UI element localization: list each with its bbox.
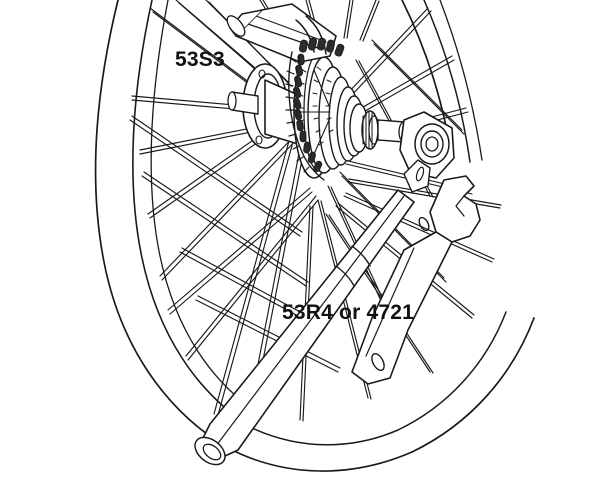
chain-whip-tool <box>226 3 345 181</box>
wheel-rim <box>94 0 535 472</box>
wrench-handle <box>194 189 415 466</box>
sprocket-spider <box>299 69 331 155</box>
chain-whip-label: 53S3 <box>175 48 225 71</box>
lockring-wrench-label: 53R4 or 4721 <box>282 301 414 324</box>
lockring-wrench-tool <box>194 111 481 466</box>
wrench-blade <box>351 216 453 385</box>
chain-whip-chain <box>288 15 345 181</box>
wrench-forked-jaw <box>429 175 481 243</box>
wrench-pivot-boss <box>399 111 455 193</box>
